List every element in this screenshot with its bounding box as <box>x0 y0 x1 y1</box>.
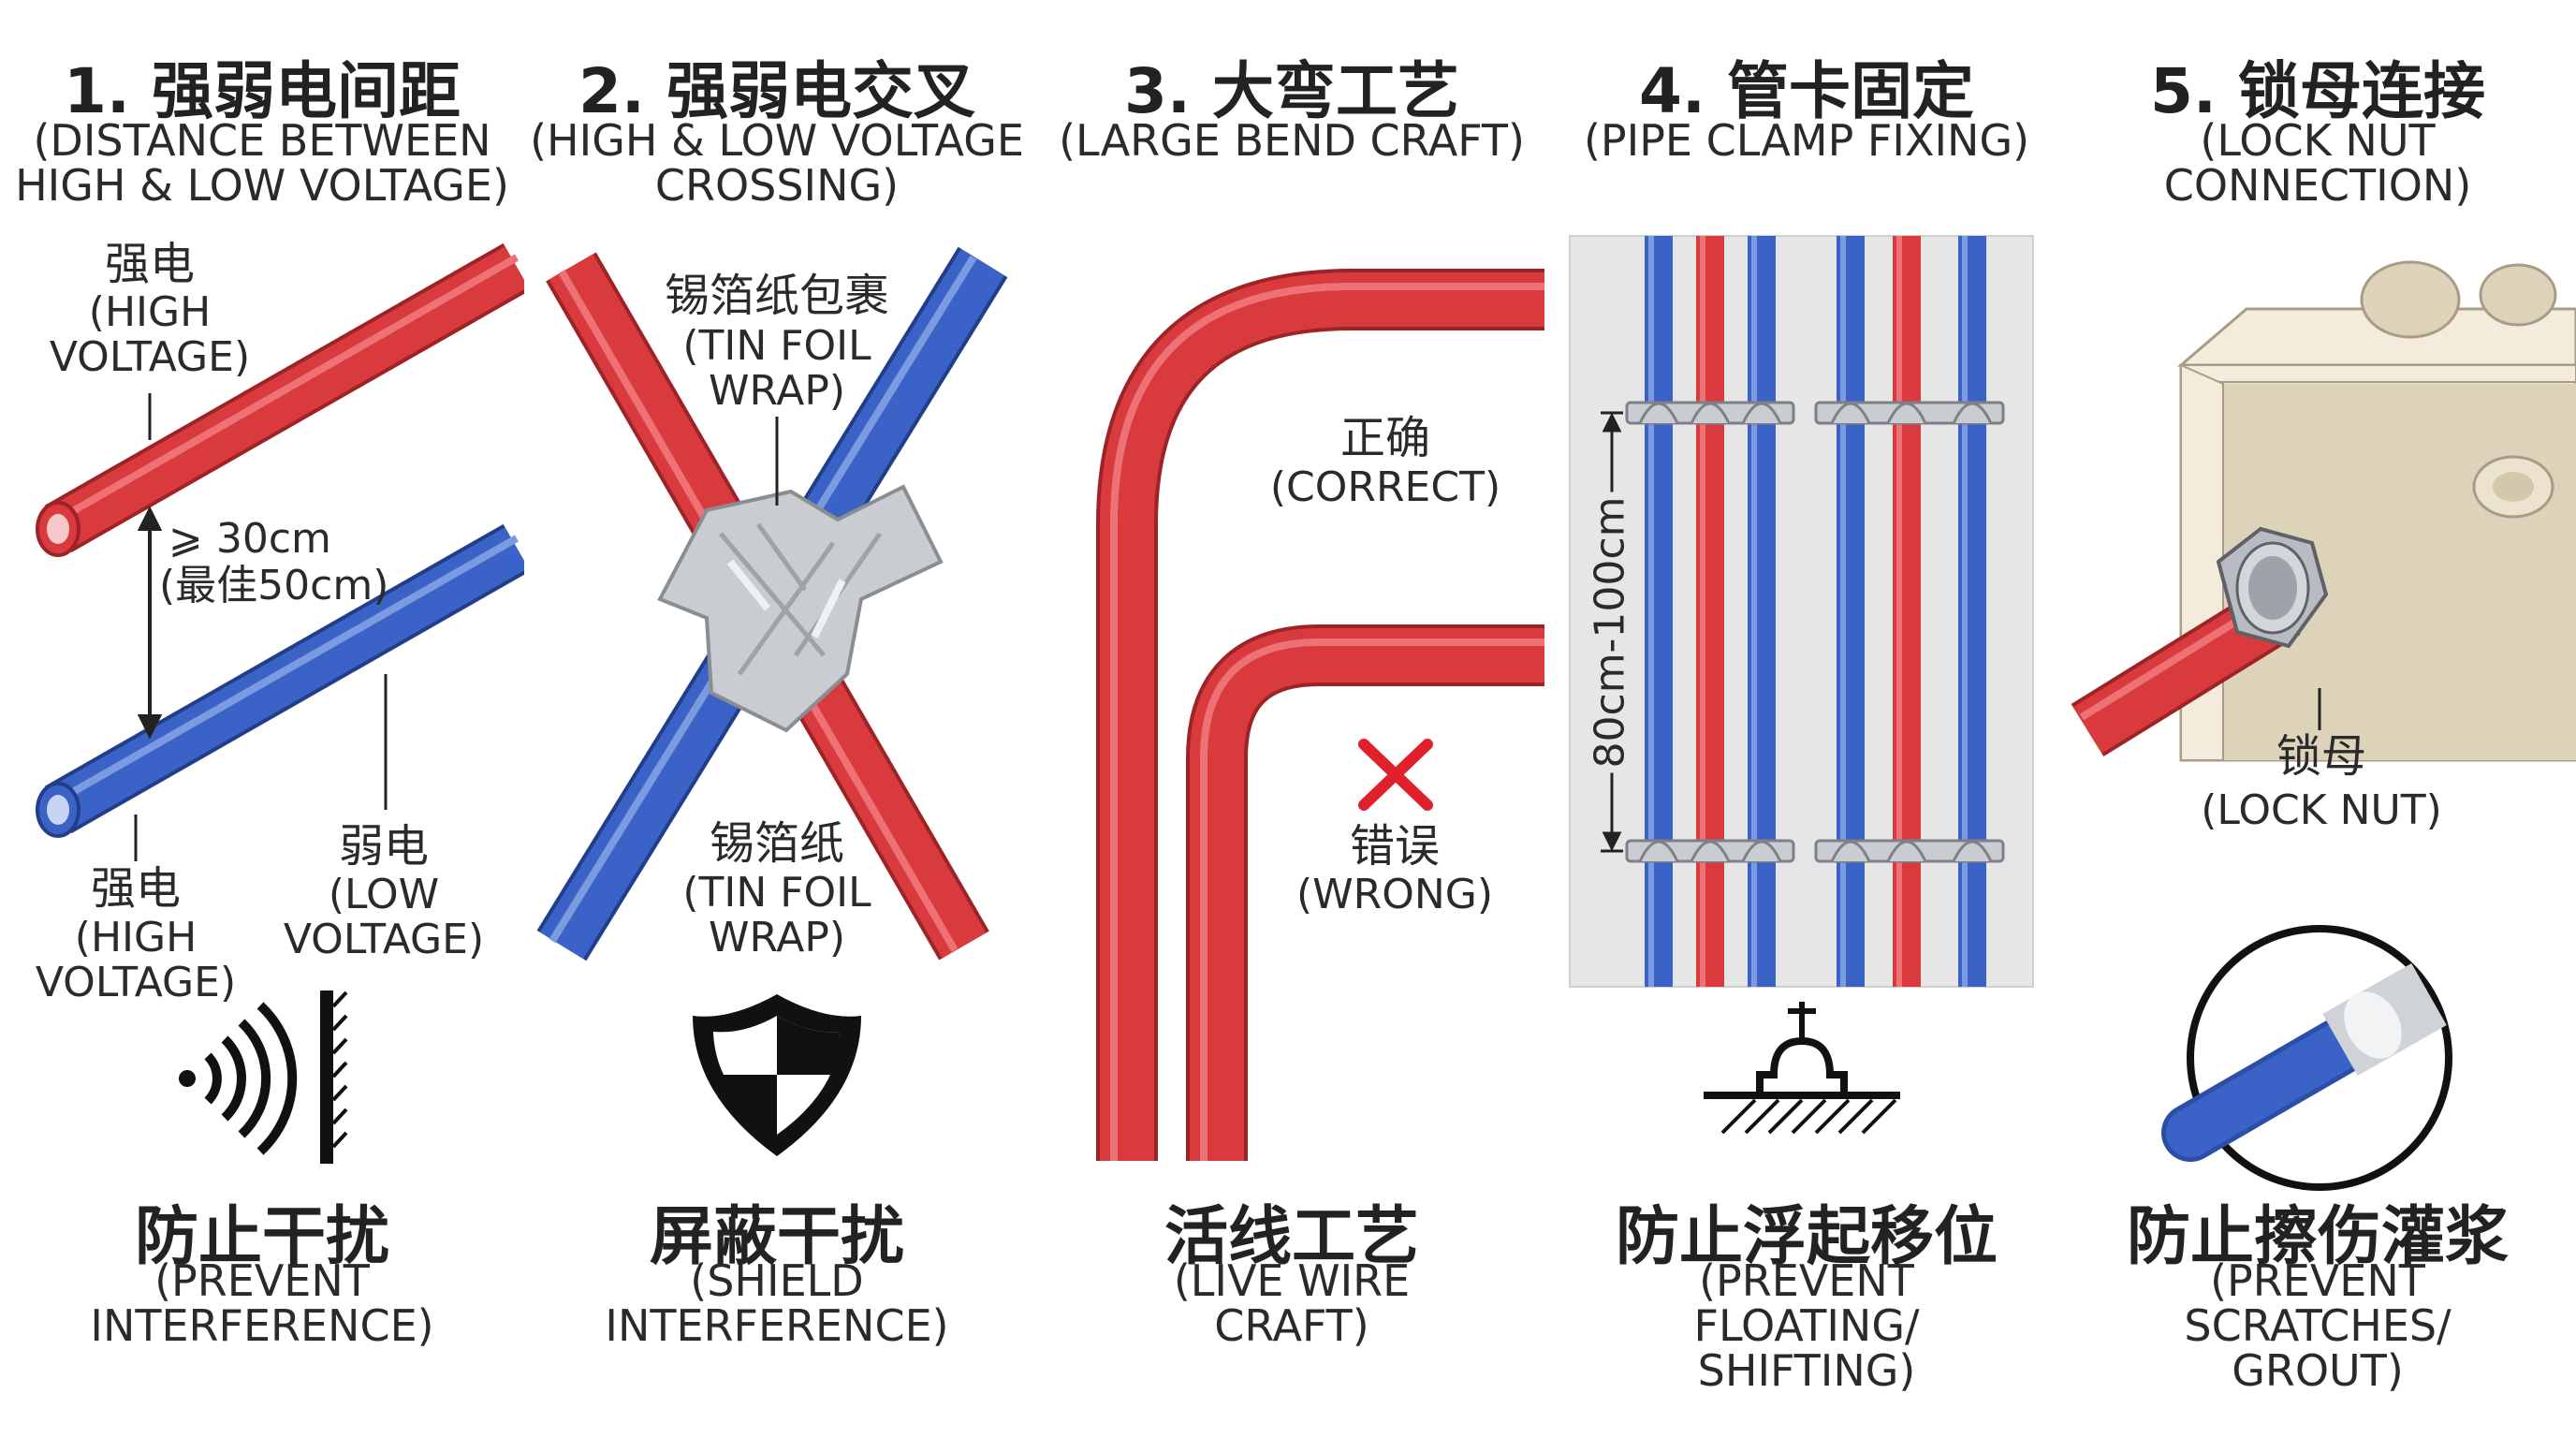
clamp-fixing-icon <box>1704 1002 1900 1135</box>
panel-2-subtitle: (HIGH & LOW VOLTAGE CROSSING) <box>530 115 1024 211</box>
clamp-illustration <box>1569 235 2034 1135</box>
panel-5-subtitle: (LOCK NUT CONNECTION) <box>2163 115 2472 211</box>
panel-lock-nut: 5. 锁母连接 (LOCK NUT CONNECTION) 锁母 (LOCK N… <box>2059 0 2576 1438</box>
wrong-label-zh: 错误 <box>1349 820 1440 873</box>
foil-wrap-label-zh: 锡箔纸包裹 <box>664 270 889 322</box>
panel-4-subtitle: (PIPE CLAMP FIXING) <box>1583 115 2030 166</box>
panel-3-benefit-en: (LIVE WIRE CRAFT) <box>1173 1255 1411 1351</box>
distance-value: ⩾ 30cm <box>168 515 331 563</box>
panel-4-title: 4. 管卡固定 <box>1639 55 1974 127</box>
distance-illustration <box>36 242 524 1164</box>
panel-crossing: 2. 强弱电交叉 (HIGH & LOW VOLTAGE CROSSING) 锡… <box>524 0 1030 1438</box>
panel-1-benefit: 防止干扰 <box>134 1200 389 1274</box>
panel-2-benefit-en: (SHIELD INTERFERENCE) <box>605 1255 949 1351</box>
junction-box <box>2176 260 2576 762</box>
foil-label-en: (TIN FOIL WRAP) <box>682 869 871 961</box>
correct-label-en: (CORRECT) <box>1269 463 1501 511</box>
high-voltage-label-en: (HIGH VOLTAGE) <box>49 288 251 381</box>
high-voltage-pipe <box>36 242 524 557</box>
lock-nut-label-en: (LOCK NUT) <box>2201 786 2442 834</box>
wrong-label-en: (WRONG) <box>1295 871 1494 918</box>
shield-icon <box>693 994 861 1156</box>
low-voltage-pipe <box>36 523 524 838</box>
distance-arrow <box>137 506 163 740</box>
panel-bend: 3. 大弯工艺 (LARGE BEND CRAFT) 正确 (CORRECT) … <box>1030 0 1554 1438</box>
panel-3-subtitle: (LARGE BEND CRAFT) <box>1059 115 1525 166</box>
panel-1-benefit-en: (PREVENT INTERFERENCE) <box>90 1255 434 1351</box>
high-voltage-label-zh: 强电 <box>104 238 195 290</box>
panel-3-title: 3. 大弯工艺 <box>1124 55 1459 127</box>
panel-1-subtitle: (DISTANCE BETWEEN HIGH & LOW VOLTAGE) <box>15 115 509 211</box>
panel-clamp: 4. 管卡固定 (PIPE CLAMP FIXING) 80cm-100cm 防… <box>1554 0 2059 1438</box>
panel-distance: 1. 强弱电间距 (DISTANCE BETWEEN HIGH & LOW VO… <box>0 0 524 1438</box>
wrong-x-icon <box>1358 739 1433 811</box>
high-voltage-label2-zh: 强电 <box>90 862 181 915</box>
large-bend-pipe <box>1096 269 1544 1161</box>
distance-best: (最佳50cm) <box>159 562 389 609</box>
spacing-label: 80cm-100cm <box>1586 492 1634 773</box>
correct-label-zh: 正确 <box>1339 412 1430 464</box>
high-voltage-label2-en: (HIGH VOLTAGE) <box>35 914 237 1006</box>
panel-4-benefit-en: (PREVENT FLOATING/ SHIFTING) <box>1693 1255 1920 1396</box>
panel-5-benefit-en: (PREVENT SCRATCHES/ GROUT) <box>2184 1255 2452 1396</box>
lock-nut-label-zh: 锁母 <box>2276 730 2366 783</box>
pipe-clamps-bottom <box>1625 839 2005 863</box>
low-voltage-label-en: (LOW VOLTAGE) <box>283 871 485 963</box>
signal-wall-icon <box>179 990 348 1164</box>
lock-nut <box>2216 526 2329 649</box>
pipe-end-icon <box>2161 925 2452 1191</box>
crossing-illustration <box>536 246 1008 1156</box>
lock-nut-illustration <box>2071 260 2576 1191</box>
foil-wrap-label-en: (TIN FOIL WRAP) <box>682 322 871 415</box>
panel-5-title: 5. 锁母连接 <box>2150 55 2485 127</box>
panel-1-title: 1. 强弱电间距 <box>64 55 461 127</box>
panel-3-benefit: 活线工艺 <box>1164 1200 1419 1274</box>
pipe-clamps-top <box>1625 401 2005 425</box>
panel-5-benefit: 防止擦伤灌浆 <box>2126 1200 2509 1274</box>
foil-label-zh: 锡箔纸 <box>709 817 844 870</box>
low-voltage-label-zh: 弱电 <box>338 820 429 873</box>
sharp-bend-pipe <box>1186 624 1544 1161</box>
tin-foil-wrap <box>657 484 944 733</box>
panel-2-title: 2. 强弱电交叉 <box>578 55 975 127</box>
bend-illustration <box>1096 269 1544 1161</box>
panel-2-benefit: 屏蔽干扰 <box>649 1200 904 1274</box>
panel-4-benefit: 防止浮起移位 <box>1615 1200 1998 1274</box>
